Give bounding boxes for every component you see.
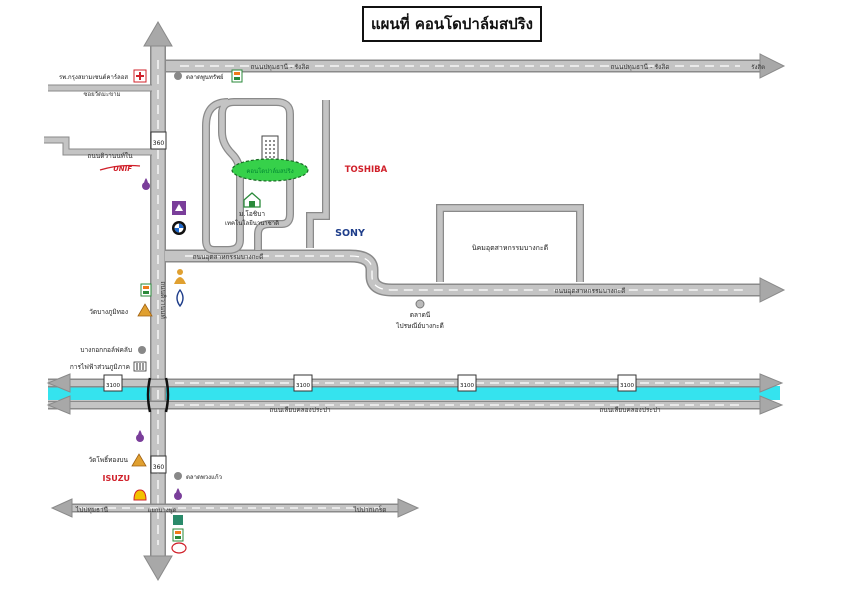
arrow-industrial-icon [759,277,786,303]
svg-text:3100: 3100 [620,383,634,389]
hospital-label: รพ.กรุงสยามเซนต์คาร์ลอส [59,73,128,81]
sony-logo: SONY [335,228,365,239]
road-sony-spur [306,100,330,248]
toshiba-logo: TOSHIBA [345,165,388,175]
school-label-2: เทคโนโลยีนานาชาติ [225,219,279,227]
label-road-top-left: ถนนปทุมธานี - รังสิต [251,63,310,71]
seven-eleven-icon [231,69,243,83]
post-label: ตลาดนี [410,311,431,319]
svg-text:UNIF: UNIF [113,165,132,173]
unif-logo: UNIF [99,164,141,173]
bridge-west-icon [146,377,152,413]
seven-eleven-icon-3 [172,528,184,542]
market-top-label: ตลาดพูนทรัพย์ [186,73,224,81]
golf-icon [138,346,146,354]
svg-text:360: 360 [153,140,165,147]
road-tiwanon-in [44,136,152,156]
label-road-top-end: รังสิต [751,64,765,71]
road-industrial-bangkadi [165,249,786,303]
route-shield-3100-c: 3100 [457,374,477,392]
thanachart-icon [172,201,186,215]
svg-text:3100: 3100 [460,383,474,389]
route-shield-3100-b: 3100 [293,374,313,392]
road-pathum-rangsit [155,53,786,79]
map-title: แผนที่ คอนโดปาล์มสปริง [362,6,542,42]
bank-icon [176,288,184,308]
route-shield-360-south: 360 [150,455,167,474]
ptt-icon-3 [174,488,182,500]
svg-text:3100: 3100 [296,383,310,389]
road-condo-access [202,98,294,254]
school-label: ม.โอชิบา [239,210,265,218]
government-building-icon [133,361,147,372]
egat-label: การไฟฟ้าส่วนภูมิภาค [70,363,130,371]
arrow-rangsit-icon [759,53,786,79]
bmw-icon [172,221,186,235]
route-shield-3100-d: 3100 [617,374,637,392]
condo-marker [231,158,309,182]
school-icon [243,192,261,208]
ptt-icon-2 [136,430,144,442]
market-top-icon [174,72,182,80]
temple-icon [137,303,153,317]
buddha-icon [174,269,186,284]
label-industrial-right: ถนนอุตสาหกรรมบางกะดี [555,287,626,295]
label-canal-left: ถนนเลียบคลองประปา [269,406,331,414]
label-road-top-right: ถนนปทุมธานี - รังสิต [611,63,670,71]
label-industrial-left: ถนนอุตสาหกรรมบางกะดี [193,253,264,261]
temple1-label: วัดบางภูมิทอง [89,308,128,316]
seven-eleven-icon-2 [140,283,152,297]
label-wat-makham: ซอยวัดมะขาม [83,91,120,98]
bridge-east-icon [164,377,170,413]
road-pathum-pakkret [50,498,420,518]
label-bangphut: แยกบางพูด [148,507,177,514]
isuzu-logo: ISUZU [102,474,130,483]
canal-prapa [48,386,780,400]
route-shield-360-north: 360 [150,131,167,150]
hospital-icon [133,69,147,83]
ptt-icon [142,178,150,190]
route-shield-3100-a: 3100 [103,374,123,392]
market-bottom-label: ตลาดพวงแก้ว [186,474,222,481]
arrow-pakkret-icon [397,498,420,518]
label-tiwanon-in: ถนนติวานนท์ใน [87,152,133,160]
temple2-label: วัดโพธิ์ทองบน [88,455,128,464]
market-bottom-icon [174,472,182,480]
road-estate-loop [436,204,584,282]
estate-label: นิคมอุตสาหกรรมบางกะดี [472,244,548,252]
golf-label: บางกอกกอล์ฟคลับ [80,346,132,354]
temple-icon-2 [131,453,147,467]
esso-icon [171,542,187,554]
label-to-pakkret: ไปปากเกร็ด [353,505,387,514]
shell-icon [133,489,147,501]
arrow-south-icon [143,555,173,581]
svg-text:360: 360 [153,464,165,471]
post-office-icon [415,299,425,309]
label-tiwanon: ถนนติวานนท์ [159,281,167,319]
condo-label: คอนโดปาล์มสปริง [246,167,293,175]
label-to-pathum: ไปปทุมธานี [75,506,109,514]
arrow-pathum-icon [50,498,73,518]
arrow-north-icon [143,21,173,47]
svg-text:3100: 3100 [106,383,120,389]
bank-icon-2 [173,515,183,525]
post-label-2: ไปรษณีย์บางกะดี [395,322,444,330]
label-canal-right: ถนนเลียบคลองประปา [599,406,661,414]
